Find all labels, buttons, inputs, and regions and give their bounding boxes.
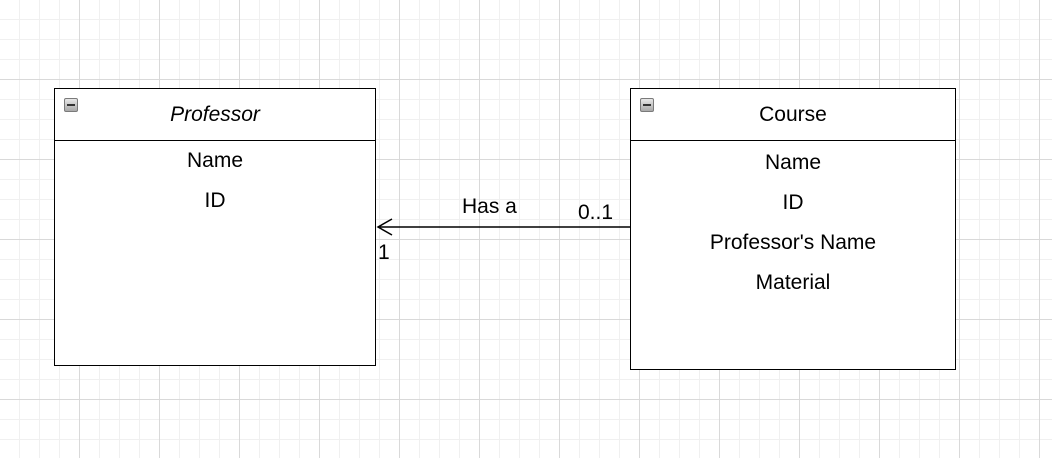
association-label[interactable]: Has a (462, 195, 517, 218)
open-arrowhead-icon (376, 218, 393, 236)
minus-box-icon[interactable] (64, 98, 78, 112)
class-header[interactable]: Professor (55, 89, 375, 141)
target-multiplicity-label[interactable]: 1 (378, 241, 390, 264)
attribute-item[interactable]: ID (782, 191, 804, 214)
source-multiplicity-label[interactable]: 0..1 (578, 201, 614, 224)
attribute-item[interactable]: Professor's Name (709, 231, 877, 254)
attribute-item[interactable]: ID (204, 189, 226, 212)
attribute-item[interactable]: Name (764, 151, 822, 174)
class-header[interactable]: Course (631, 89, 955, 141)
class-name: Course (759, 102, 827, 126)
attribute-item[interactable]: Name (186, 149, 244, 172)
attribute-item[interactable]: Material (755, 271, 831, 294)
minus-box-icon[interactable] (640, 98, 654, 112)
attribute-list: Name ID (55, 141, 375, 221)
class-name: Professor (170, 102, 260, 126)
class-professor[interactable]: Professor Name ID (54, 88, 376, 366)
class-course[interactable]: Course Name ID Professor's Name Material (630, 88, 956, 370)
attribute-list: Name ID Professor's Name Material (631, 141, 955, 303)
